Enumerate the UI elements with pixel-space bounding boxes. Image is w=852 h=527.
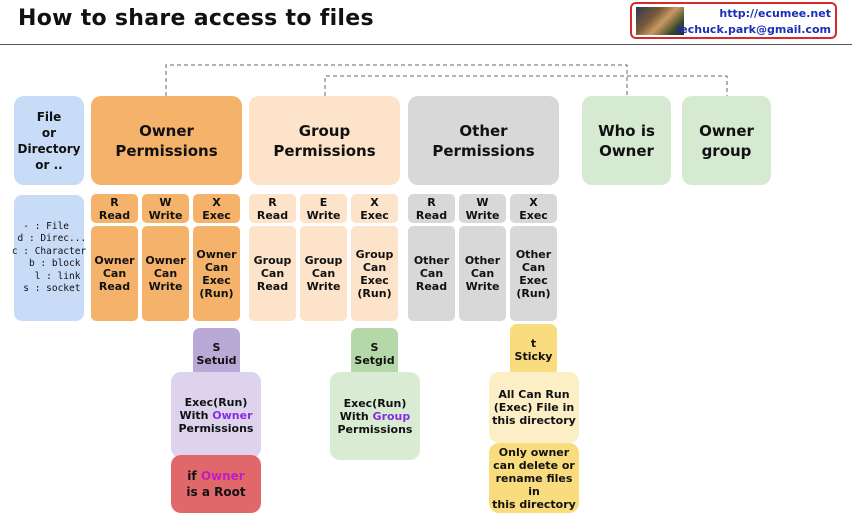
owner-write-desc: Owner Can Write <box>142 226 189 321</box>
file-type-header: File or Directory or .. <box>14 96 84 185</box>
other-read-desc: Other Can Read <box>408 226 455 321</box>
owner-exec-desc: Owner Can Exec (Run) <box>193 226 240 321</box>
root-owner-box: if Owner is a Root <box>171 455 261 513</box>
setgid-desc-text: Exec(Run) With Group Permissions <box>337 396 413 436</box>
owner-write-bit: W Write <box>142 194 189 223</box>
group-read-desc: Group Can Read <box>249 226 296 321</box>
file-type-legend-text: - : File d : Direc... c : Character b : … <box>11 220 87 295</box>
group-write-bit: E Write <box>300 194 347 223</box>
title-divider <box>0 44 852 45</box>
other-permissions-header: Other Permissions <box>408 96 559 185</box>
sticky-box: t Sticky <box>510 324 557 376</box>
other-write-desc: Other Can Write <box>459 226 506 321</box>
logo-photo <box>636 7 684 35</box>
page-title: How to share access to files <box>18 6 374 31</box>
setuid-desc-text: Exec(Run) With Owner Permissions <box>178 395 254 435</box>
who-is-owner-box: Who is Owner <box>582 96 671 185</box>
owner-read-desc: Owner Can Read <box>91 226 138 321</box>
owner-read-bit: R Read <box>91 194 138 223</box>
group-exec-bit: X Exec <box>351 194 398 223</box>
root-owner-text: if Owner is a Root <box>186 469 246 499</box>
file-type-legend: - : File d : Direc... c : Character b : … <box>11 195 87 321</box>
owner-group-box: Owner group <box>682 96 771 185</box>
setgid-group-word: Group <box>372 409 411 423</box>
setgid-desc: Exec(Run) With Group Permissions <box>330 372 420 460</box>
logo-email[interactable]: lechuck.park@gmail.com <box>676 23 831 36</box>
other-write-bit: W Write <box>459 194 506 223</box>
group-read-bit: R Read <box>249 194 296 223</box>
logo-url[interactable]: http://ecumee.net <box>719 7 831 20</box>
sticky-desc-delete: Only owner can delete or rename files in… <box>489 443 579 513</box>
root-owner-word: Owner <box>200 469 245 483</box>
setgid-box: S Setgid <box>351 328 398 380</box>
group-write-desc: Group Can Write <box>300 226 347 321</box>
connector-group-to-owner-group <box>324 75 728 96</box>
logo-badge: http://ecumee.net lechuck.park@gmail.com <box>630 2 837 39</box>
connector-owner-to-who <box>165 64 628 96</box>
other-exec-bit: X Exec <box>510 194 557 223</box>
setuid-box: S Setuid <box>193 328 240 380</box>
other-exec-desc: Other Can Exec (Run) <box>510 226 557 321</box>
owner-exec-bit: X Exec <box>193 194 240 223</box>
setuid-desc: Exec(Run) With Owner Permissions <box>171 372 261 458</box>
group-exec-desc: Group Can Exec (Run) <box>351 226 398 321</box>
group-permissions-header: Group Permissions <box>249 96 400 185</box>
other-read-bit: R Read <box>408 194 455 223</box>
owner-permissions-header: Owner Permissions <box>91 96 242 185</box>
setuid-owner-word: Owner <box>212 408 253 422</box>
sticky-desc-run: All Can Run (Exec) File in this director… <box>489 372 579 443</box>
